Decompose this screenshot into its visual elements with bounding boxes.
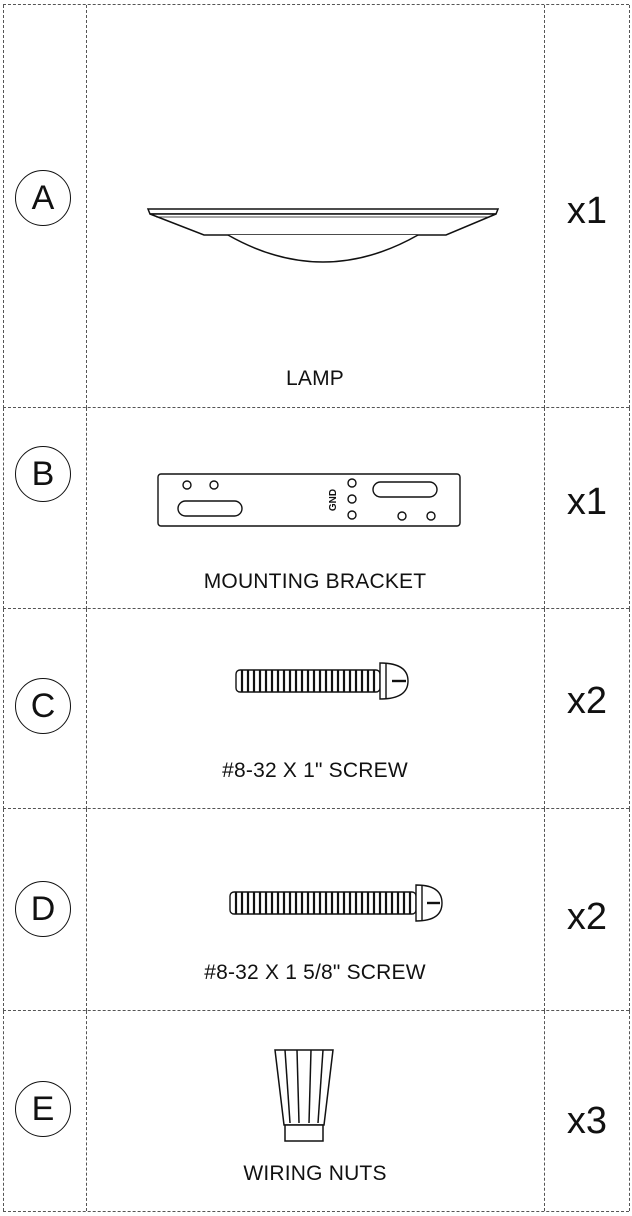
part-cell: GND MOUNTING BRACKET xyxy=(86,408,544,609)
part-letter-badge: C xyxy=(15,678,71,734)
lamp-illustration xyxy=(146,208,500,263)
part-quantity: x1 xyxy=(566,190,608,232)
part-name: MOUNTING BRACKET xyxy=(203,570,427,593)
part-quantity: x3 xyxy=(566,1100,608,1142)
part-name: WIRING NUTS xyxy=(243,1162,387,1185)
part-row-e: E WIRING NUTS x3 xyxy=(3,1010,630,1212)
letter-cell: D xyxy=(3,809,87,1011)
part-quantity: x1 xyxy=(566,481,608,523)
part-quantity: x2 xyxy=(566,680,608,722)
part-cell: #8-32 X 1" SCREW xyxy=(86,609,544,809)
screw-illustration xyxy=(229,884,443,922)
part-row-c: C #8-32 xyxy=(3,608,630,809)
screw-illustration xyxy=(235,662,409,700)
letter-cell: C xyxy=(3,609,87,809)
part-name: #8-32 X 1" SCREW xyxy=(222,759,408,782)
part-letter-badge: A xyxy=(15,170,71,226)
part-quantity: x2 xyxy=(566,896,608,938)
bracket-ground-mark: GND xyxy=(328,489,339,511)
part-cell: LAMP xyxy=(86,5,544,408)
part-row-b: B GND MOUNTING BRACKET xyxy=(3,407,630,609)
quantity-cell: x3 xyxy=(544,1011,630,1211)
part-row-a: A LAMP x1 xyxy=(3,4,630,408)
mounting-bracket-illustration: GND xyxy=(157,473,461,527)
part-name: #8-32 X 1 5/8" SCREW xyxy=(204,961,426,984)
part-letter-badge: E xyxy=(15,1081,71,1137)
part-row-d: D xyxy=(3,808,630,1011)
quantity-cell: x2 xyxy=(544,809,630,1011)
quantity-cell: x2 xyxy=(544,609,630,809)
part-letter-badge: B xyxy=(15,446,71,502)
part-letter-badge: D xyxy=(15,881,71,937)
part-cell: #8-32 X 1 5/8" SCREW xyxy=(86,809,544,1011)
part-cell: WIRING NUTS xyxy=(86,1011,544,1211)
part-name: LAMP xyxy=(286,367,344,390)
quantity-cell: x1 xyxy=(544,408,630,609)
wiring-nut-illustration xyxy=(274,1049,334,1142)
quantity-cell: x1 xyxy=(544,5,630,408)
letter-cell: B xyxy=(3,408,87,609)
letter-cell: A xyxy=(3,5,87,408)
letter-cell: E xyxy=(3,1011,87,1211)
